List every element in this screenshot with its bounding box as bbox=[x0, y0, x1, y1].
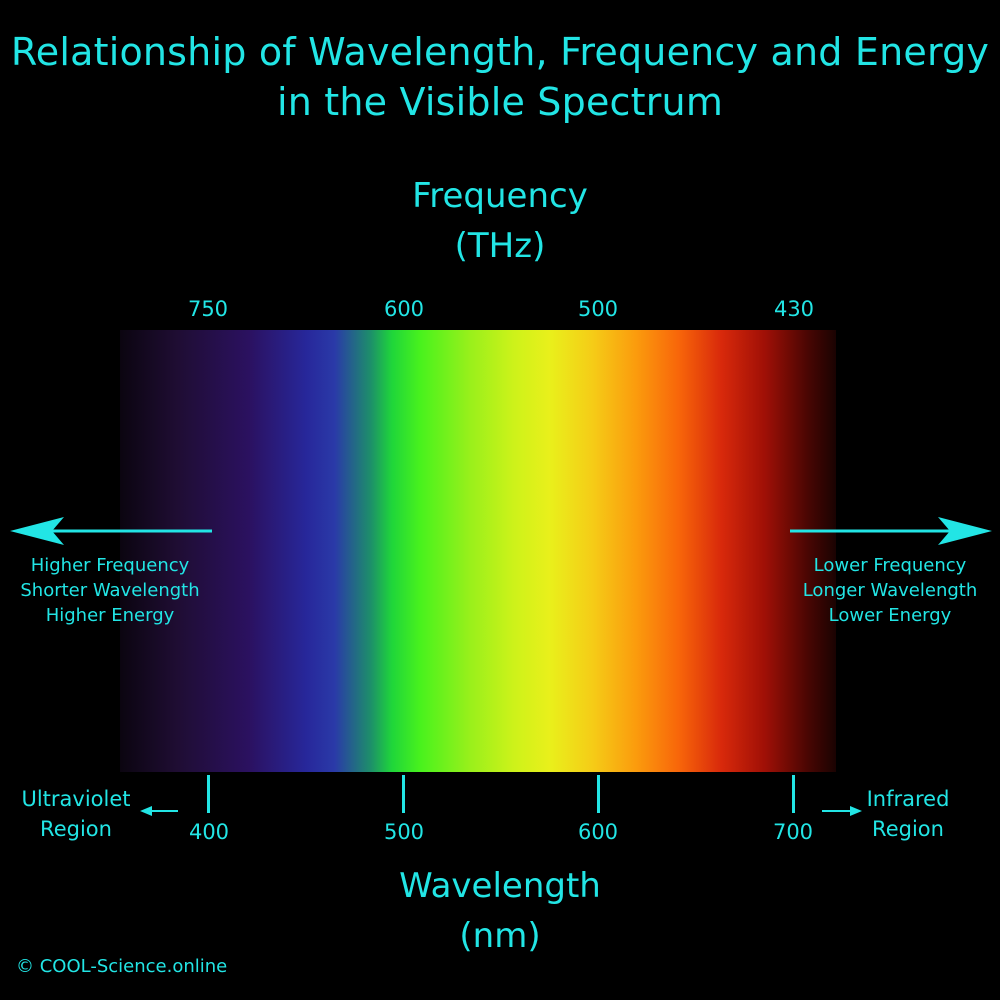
frequency-tick-label: 500 bbox=[577, 297, 619, 321]
uv-line: Ultraviolet bbox=[21, 787, 131, 811]
frequency-tick-label: 430 bbox=[773, 297, 815, 321]
right-text-line: Longer Wavelength bbox=[802, 580, 978, 601]
infrared-arrow-icon bbox=[822, 803, 862, 824]
copyright-text: © COOL-Science.online bbox=[16, 956, 228, 977]
right-text-line: Lower Frequency bbox=[813, 555, 967, 576]
title-line-2: in the Visible Spectrum bbox=[276, 80, 724, 124]
wavelength-tick-label: 700 bbox=[772, 820, 814, 844]
wavelength-tick-label: 400 bbox=[188, 820, 230, 844]
wavelength-tick-mark bbox=[207, 775, 210, 813]
wavelength-tick-label: 500 bbox=[383, 820, 425, 844]
right-description: Lower Frequency Longer Wavelength Lower … bbox=[785, 553, 995, 628]
left-text-line: Higher Energy bbox=[45, 605, 175, 626]
ir-line: Infrared bbox=[866, 787, 950, 811]
ultraviolet-region-label: Ultraviolet Region bbox=[12, 784, 140, 844]
visible-spectrum-band bbox=[120, 330, 836, 772]
wavelength-tick-mark bbox=[597, 775, 600, 813]
wavelength-axis-title: Wavelength bbox=[399, 866, 601, 906]
infrared-region-label: Infrared Region bbox=[858, 784, 958, 844]
title-line-1: Relationship of Wavelength, Frequency an… bbox=[10, 30, 990, 74]
left-text-line: Shorter Wavelength bbox=[20, 580, 200, 601]
frequency-tick-label: 600 bbox=[383, 297, 425, 321]
frequency-axis-title: Frequency bbox=[412, 176, 588, 216]
right-text-line: Lower Energy bbox=[828, 605, 952, 626]
left-arrow-icon bbox=[10, 517, 212, 545]
left-text-line: Higher Frequency bbox=[30, 555, 190, 576]
wavelength-axis-unit: (nm) bbox=[459, 916, 541, 956]
right-arrow-icon bbox=[790, 517, 992, 545]
wavelength-tick-mark bbox=[402, 775, 405, 813]
wavelength-tick-label: 600 bbox=[577, 820, 619, 844]
left-description: Higher Frequency Shorter Wavelength High… bbox=[5, 553, 215, 628]
frequency-tick-label: 750 bbox=[187, 297, 229, 321]
ir-line: Region bbox=[872, 817, 944, 841]
frequency-axis-unit: (THz) bbox=[454, 226, 546, 266]
uv-line: Region bbox=[40, 817, 112, 841]
ultraviolet-arrow-icon bbox=[140, 803, 180, 824]
wavelength-tick-mark bbox=[792, 775, 795, 813]
